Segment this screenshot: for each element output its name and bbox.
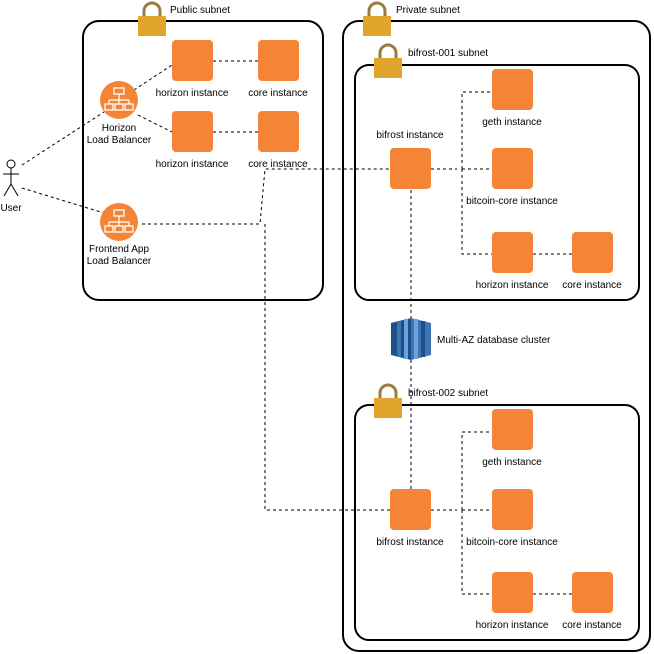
- database-label: Multi-AZ database cluster: [437, 335, 551, 346]
- horizon-instance-2: [172, 111, 213, 152]
- horizon-lb-label-line1: Horizon: [102, 123, 136, 134]
- b1-core-instance-label: core instance: [562, 280, 622, 291]
- b1-bifrost-instance-label: bifrost instance: [376, 130, 444, 141]
- link-lb-horizon-2: [137, 114, 173, 133]
- frontend-lb-label-line2: Load Balancer: [87, 256, 152, 267]
- b2-core-instance: [572, 572, 613, 613]
- link-frontend-lb-bifrost-002: [264, 224, 390, 511]
- link-b2-tree-horizon: [461, 510, 492, 595]
- b2-horizon-instance: [492, 572, 533, 613]
- link-user-horizon-lb: [21, 111, 105, 166]
- horizon-instance-1: [172, 40, 213, 81]
- bifrost-001-subnet-box: [354, 64, 640, 301]
- frontend-load-balancer-icon: [100, 203, 138, 241]
- b2-bifrost-instance-label: bifrost instance: [376, 537, 444, 548]
- b1-bifrost-instance: [390, 148, 431, 189]
- b2-horizon-instance-label: horizon instance: [476, 620, 549, 631]
- b1-geth-instance: [492, 69, 533, 110]
- link-user-frontend-lb: [21, 187, 105, 214]
- b2-bifrost-instance: [390, 489, 431, 530]
- lock-icon-bifrost-001: [374, 43, 402, 78]
- database-icon: [391, 318, 431, 360]
- b2-bitcoin-core-instance: [492, 489, 533, 530]
- bifrost-002-subnet-label: bifrost-002 subnet: [408, 388, 488, 399]
- public-subnet-box: [82, 20, 324, 301]
- core-instance-1-label: core instance: [248, 88, 308, 99]
- lock-icon-bifrost-002: [374, 383, 402, 418]
- link-b1-tree-horizon: [461, 169, 492, 255]
- public-subnet-label: Public subnet: [170, 5, 230, 16]
- horizon-instance-2-label: horizon instance: [156, 159, 229, 170]
- b1-core-instance: [572, 232, 613, 273]
- horizon-lb-label-line2: Load Balancer: [87, 135, 152, 146]
- b1-bitcoin-core-instance-label: bitcoin-core instance: [466, 196, 558, 207]
- lock-icon-public: [138, 1, 166, 36]
- private-subnet-box: [342, 20, 651, 652]
- horizon-load-balancer-icon: [100, 81, 138, 119]
- link-b2-tree-geth: [461, 431, 492, 510]
- bifrost-001-subnet-label: bifrost-001 subnet: [408, 48, 488, 59]
- private-subnet-label: Private subnet: [396, 5, 460, 16]
- b1-horizon-instance-label: horizon instance: [476, 280, 549, 291]
- lock-icon-private: [363, 1, 391, 36]
- core-instance-2: [258, 111, 299, 152]
- user-label: User: [0, 203, 22, 214]
- link-lb-horizon-1: [133, 64, 173, 91]
- link-b1-tree-geth: [461, 91, 492, 169]
- link-frontend-lb-bifrost: [142, 168, 390, 225]
- b2-core-instance-label: core instance: [562, 620, 622, 631]
- frontend-lb-label-line1: Frontend App: [89, 244, 149, 255]
- bifrost-002-subnet-box: [354, 404, 640, 641]
- b2-bitcoin-core-instance-label: bitcoin-core instance: [466, 537, 558, 548]
- core-instance-1: [258, 40, 299, 81]
- b2-geth-instance-label: geth instance: [482, 457, 542, 468]
- b1-bitcoin-core-instance: [492, 148, 533, 189]
- user-icon: [3, 159, 19, 197]
- b1-geth-instance-label: geth instance: [482, 117, 542, 128]
- core-instance-2-label: core instance: [248, 159, 308, 170]
- horizon-instance-1-label: horizon instance: [156, 88, 229, 99]
- b2-geth-instance: [492, 409, 533, 450]
- b1-horizon-instance: [492, 232, 533, 273]
